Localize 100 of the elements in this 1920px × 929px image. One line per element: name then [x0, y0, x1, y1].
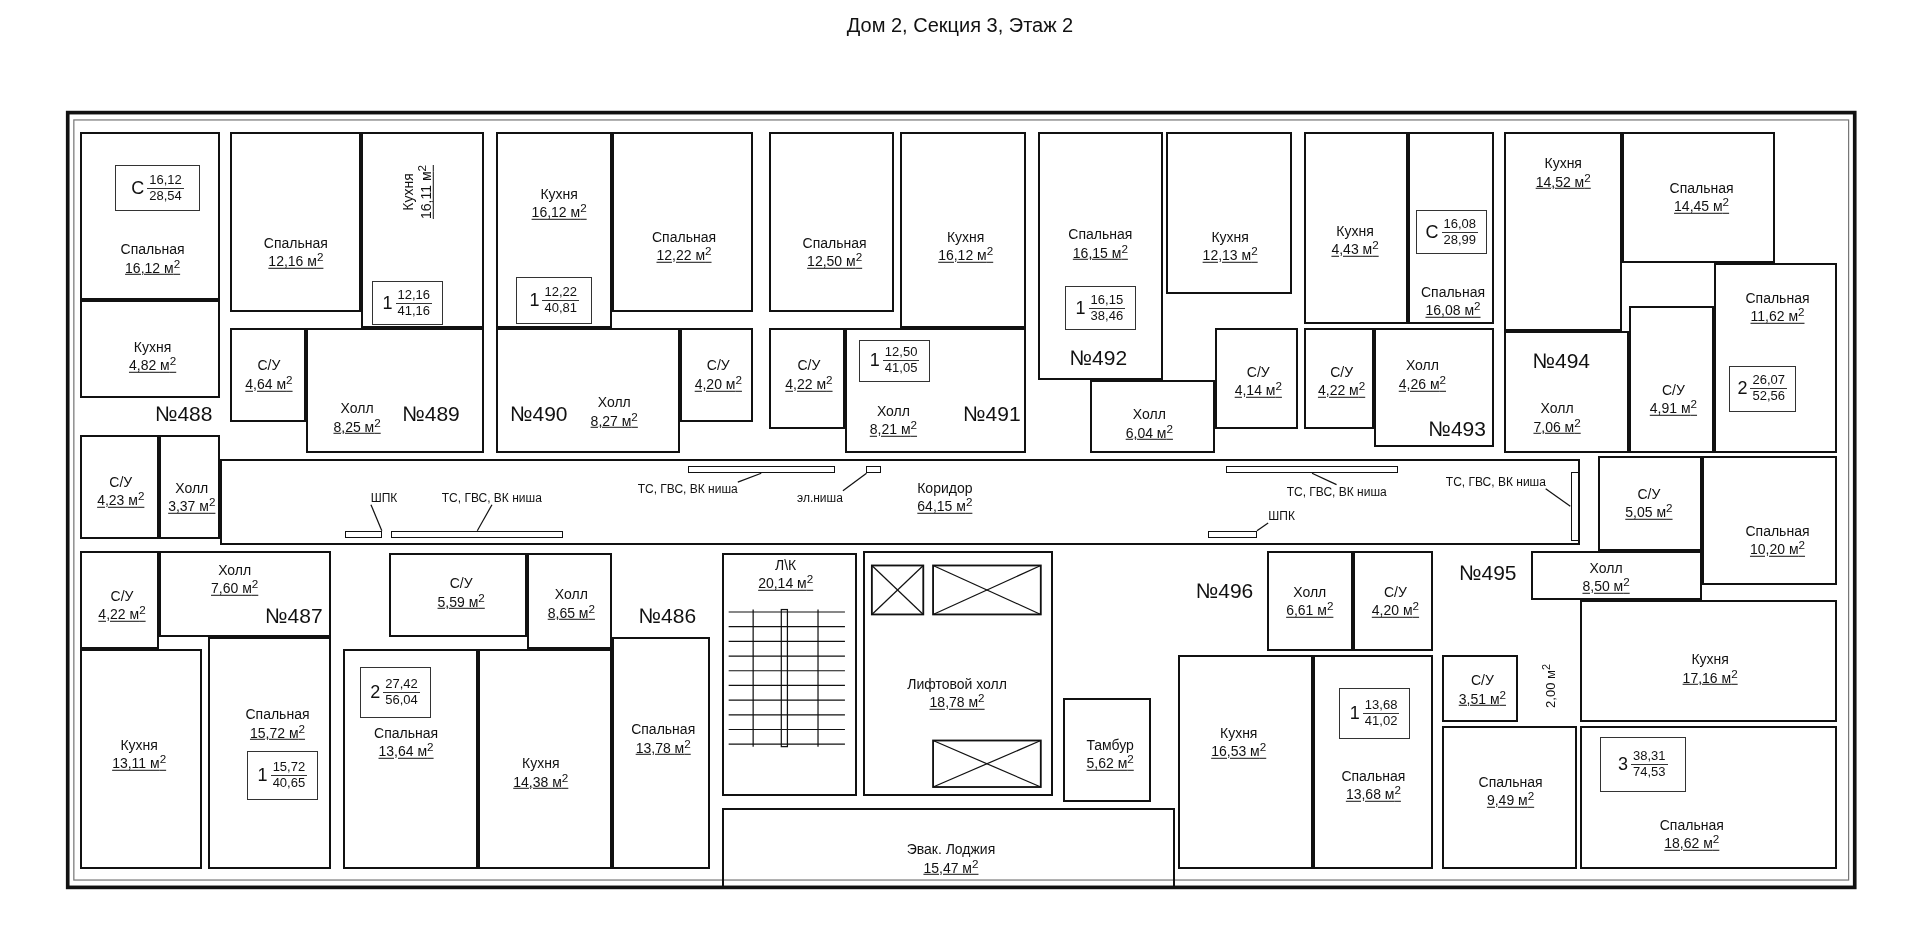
room-name: Спальная	[631, 721, 696, 738]
room-name: Спальная	[1421, 284, 1485, 301]
apartment-number: №495	[1458, 561, 1517, 586]
apartment-number: №493	[1428, 416, 1486, 441]
page-title: Дом 2, Секция 3, Этаж 2	[846, 14, 1074, 36]
room-name: С/У	[1384, 584, 1407, 601]
room	[1530, 551, 1703, 600]
apartment-number: №491	[963, 401, 1021, 426]
room-area: 16,08 м$^{2}$	[1425, 300, 1481, 320]
room-name: Кухня	[540, 186, 578, 203]
room-area: 11,62 м$^{2}$	[1750, 306, 1805, 326]
apartment-summary-box	[114, 164, 201, 212]
room	[1304, 328, 1374, 429]
living-area: 16,15	[1088, 292, 1126, 309]
apartment-summary-box	[1599, 736, 1686, 792]
apartment-number: №489	[402, 401, 460, 426]
room	[1353, 551, 1433, 652]
utility-niche	[866, 466, 882, 474]
room-area: 16,53 м$^{2}$	[1211, 740, 1267, 760]
apartment-number: №494	[1532, 349, 1590, 374]
room-name: Спальная	[1659, 817, 1724, 833]
room-area: 5,59 м$^{2}$	[437, 591, 485, 611]
room-name: С/У	[706, 358, 730, 374]
room-area: 4,22 м$^{2}$	[1317, 379, 1366, 399]
apartment-number: №488	[154, 401, 213, 426]
room-name: Кухня	[522, 756, 560, 772]
room-area: 16,15 м$^{2}$	[1072, 242, 1128, 262]
room	[1373, 328, 1494, 447]
room-name: Спальная	[120, 241, 185, 258]
living-area: 26,07	[1750, 373, 1787, 390]
room	[768, 328, 845, 429]
room-name: С/У	[1330, 364, 1354, 380]
room	[900, 132, 1027, 329]
room-name: Лифтовой холл	[907, 676, 1007, 692]
apartment-number: №490	[510, 401, 568, 426]
room-name: Эвак. Лоджия	[906, 841, 996, 858]
room-name: С/У	[257, 358, 281, 374]
apartment-summary-box	[1416, 210, 1488, 255]
living-area: 12,50	[882, 345, 920, 362]
apartment-summary-box	[859, 339, 931, 382]
room-area: 8,27 м$^{2}$	[590, 410, 638, 430]
callout-text: ТС, ГВС, ВК ниша	[1286, 484, 1387, 499]
room-area: 4,14 м$^{2}$	[1234, 379, 1282, 399]
room-area: 8,21 м$^{2}$	[869, 418, 918, 438]
room	[1165, 132, 1292, 294]
apartment-number: №486	[638, 603, 697, 628]
leader-line	[1311, 472, 1338, 486]
room-name: Спальная	[245, 707, 310, 723]
room-area: 4,64 м$^{2}$	[245, 373, 293, 393]
room-name: Холл	[1405, 358, 1439, 374]
room-count: 3	[1618, 753, 1628, 775]
room-area: 8,50 м$^{2}$	[1582, 575, 1630, 595]
room-count: 1	[529, 290, 540, 312]
room-name: Кухня	[1211, 229, 1249, 246]
room-area: 3,51 м$^{2}$	[1458, 688, 1506, 708]
room	[477, 648, 613, 870]
total-area: 40,81	[544, 301, 577, 317]
room	[1622, 132, 1776, 264]
total-area: 56,04	[385, 693, 418, 708]
total-area: 41,02	[1364, 713, 1398, 729]
room-name: Кухня	[1691, 652, 1729, 668]
room-name: Спальная	[374, 725, 439, 741]
room	[1214, 328, 1298, 429]
living-area: 12,22	[542, 285, 579, 302]
room	[159, 434, 221, 539]
room	[1579, 600, 1837, 723]
apartment-number: №492	[1069, 345, 1128, 370]
room-area: 16,12 м$^{2}$	[938, 245, 994, 265]
room	[306, 328, 484, 454]
room-name: Холл	[175, 480, 209, 497]
room	[1442, 655, 1519, 723]
total-area: 41,05	[884, 361, 918, 377]
room	[844, 328, 1027, 454]
room-area: 16,12 м$^{2}$	[531, 202, 587, 222]
room-area: 4,23 м$^{2}$	[97, 489, 145, 509]
room-area: 12,16 м$^{2}$	[268, 251, 324, 271]
room	[1503, 330, 1629, 454]
room-area: 16,12 м$^{2}$	[125, 257, 181, 277]
total-area: 41,16	[397, 303, 431, 319]
room-area: 7,06 м$^{2}$	[1533, 416, 1581, 436]
room-name: Кухня	[133, 339, 172, 356]
room	[1628, 306, 1715, 454]
room-area: 4,20 м$^{2}$	[1371, 600, 1420, 620]
apartment-summary-box	[1339, 687, 1411, 740]
room-name: Спальная	[1745, 290, 1810, 307]
room-name: Спальная	[1478, 774, 1543, 790]
living-area: 16,08	[1441, 216, 1479, 233]
room-area: 15,72 м$^{2}$	[250, 722, 305, 742]
room	[79, 132, 221, 300]
utility-niche	[1226, 466, 1398, 474]
utility-niche	[687, 466, 835, 474]
room-name: Холл	[554, 587, 588, 603]
room-count: 1	[1075, 297, 1086, 319]
room-name: Л\К	[775, 557, 797, 574]
room-area: 3,37 м$^{2}$	[168, 496, 216, 516]
living-area: 16,12	[147, 172, 184, 189]
room-area: 4,43 м$^{2}$	[1331, 238, 1379, 258]
callout-text: ТС, ГВС, ВК ниша	[1445, 475, 1546, 489]
room	[768, 132, 894, 313]
leader-line	[1545, 488, 1571, 507]
